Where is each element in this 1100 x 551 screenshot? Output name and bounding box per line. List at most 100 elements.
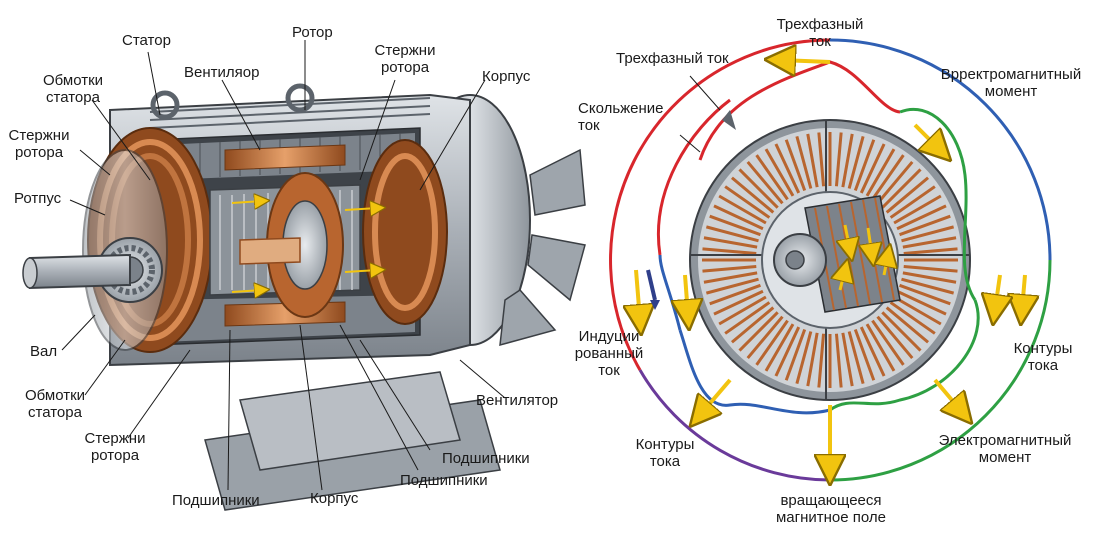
stator-slot: [713, 289, 764, 316]
stator-slot: [806, 133, 819, 188]
stator-slot: [903, 264, 958, 273]
stator-slot: [893, 295, 942, 326]
stator-slot: [841, 332, 854, 387]
stator-slot: [724, 301, 771, 335]
label-three-phase-top: Трехфазный ток: [776, 16, 864, 50]
stator-slot: [738, 168, 779, 209]
stator-slot: [784, 139, 807, 191]
stator-slot: [859, 326, 886, 377]
stator-slot: [718, 295, 767, 326]
stator-slot: [889, 185, 936, 219]
label-em-torque-bottom: Электромагнитный момент: [938, 432, 1072, 466]
label-housing-bottom: Корпус: [310, 490, 359, 507]
left-leader-lines: [61, 40, 506, 491]
label-housing-top: Корпус: [482, 68, 531, 85]
stator-slot: [713, 204, 764, 231]
stator-slot: [834, 333, 843, 388]
stator-slot: [902, 236, 957, 249]
stator-slot: [702, 264, 757, 273]
label-rotor-bars-top: Стержни ротора: [374, 42, 436, 76]
stator-slot: [871, 154, 905, 201]
stator-slot: [746, 315, 784, 360]
label-stator-windings-top: Обмотки статора: [42, 72, 104, 106]
stator-slot: [703, 271, 758, 284]
stator-slot: [730, 176, 775, 214]
field-arrows: [636, 60, 1025, 470]
label-rotor-bars-left: Стержни ротора: [8, 127, 70, 161]
stator-slot: [896, 289, 947, 316]
fan-blades: [499, 148, 586, 347]
stator-slot: [881, 311, 922, 352]
label-rotpus: Ротпус: [14, 190, 62, 207]
stator-slot: [893, 194, 942, 225]
stator-slot: [901, 277, 955, 295]
stator-slot: [795, 331, 813, 385]
stator-slot: [755, 154, 789, 201]
label-em-torque-top: Врректромагнитный момент: [940, 66, 1082, 100]
stator-slot: [901, 225, 955, 243]
stator-slot: [871, 319, 905, 366]
label-stator-top: Статор: [122, 32, 171, 49]
label-induced-current: Индуции рованный ток: [574, 328, 644, 379]
label-bearings-right: Подшипники: [442, 450, 530, 467]
stator-slot: [885, 306, 930, 344]
label-rotor-bars-bottom: Стержни ротора: [84, 430, 146, 464]
stator-slot: [903, 247, 958, 256]
stator-slot: [847, 135, 865, 189]
stator-slot: [774, 326, 801, 377]
stator-slot: [881, 168, 922, 209]
stator-slot: [865, 323, 896, 372]
right-leader-lines: [679, 75, 721, 153]
stator-slot: [709, 283, 761, 306]
stator-slot: [746, 160, 784, 205]
stator-slot: [841, 133, 854, 188]
stator-slot: [853, 139, 876, 191]
stator-slot: [795, 135, 813, 189]
label-slip-current: Скольжение ток: [578, 100, 664, 134]
label-bearings-bottom-right: Подшипники: [400, 472, 488, 489]
stator-slot: [705, 225, 759, 243]
label-shaft: Вал: [30, 343, 58, 360]
stator-slot: [889, 301, 936, 335]
label-three-phase: Трехфазный ток: [616, 50, 729, 67]
stator-slot: [774, 143, 801, 194]
stator-slot: [705, 277, 759, 295]
stator-slot: [876, 315, 914, 360]
stator-slot: [724, 185, 771, 219]
stator-slot: [847, 331, 865, 385]
stator-slot: [703, 236, 758, 249]
stator-slot: [853, 329, 876, 381]
label-current-loops-bottom: Контуры тока: [635, 436, 695, 470]
stator-slot: [876, 160, 914, 205]
stator-slot: [834, 132, 843, 187]
stator-slot: [902, 271, 957, 284]
stator-slot: [764, 323, 795, 372]
field-schematic: [609, 38, 1052, 480]
stator-slot: [784, 329, 807, 381]
label-fan-top: Вентиляор: [184, 64, 260, 81]
stator-slot: [885, 176, 930, 214]
label-fan-right: Вентилятор: [476, 392, 559, 409]
stator-slot: [817, 333, 826, 388]
label-bearings-bottom-left: Подшипники: [172, 492, 260, 509]
stator-slot: [806, 332, 819, 387]
label-rotating-field: вращающееся магнитное поле: [775, 492, 887, 526]
stator-slot: [709, 214, 761, 237]
stator-slot: [702, 247, 757, 256]
stator-slot: [738, 311, 779, 352]
motor-cutaway: [22, 83, 586, 511]
stator-slot: [817, 132, 826, 187]
stator-slot: [899, 214, 951, 237]
label-rotor-top: Ротор: [292, 24, 333, 41]
stator-slot: [859, 143, 886, 194]
stator-slot: [718, 194, 767, 225]
label-current-loops-right: Контуры тока: [1013, 340, 1073, 374]
stator-slot: [764, 148, 795, 197]
stator-slot: [865, 148, 896, 197]
stator-slot: [899, 283, 951, 306]
stator-slot: [730, 306, 775, 344]
stator-slot: [896, 204, 947, 231]
label-stator-windings-bottom: Обмотки статора: [24, 387, 86, 421]
